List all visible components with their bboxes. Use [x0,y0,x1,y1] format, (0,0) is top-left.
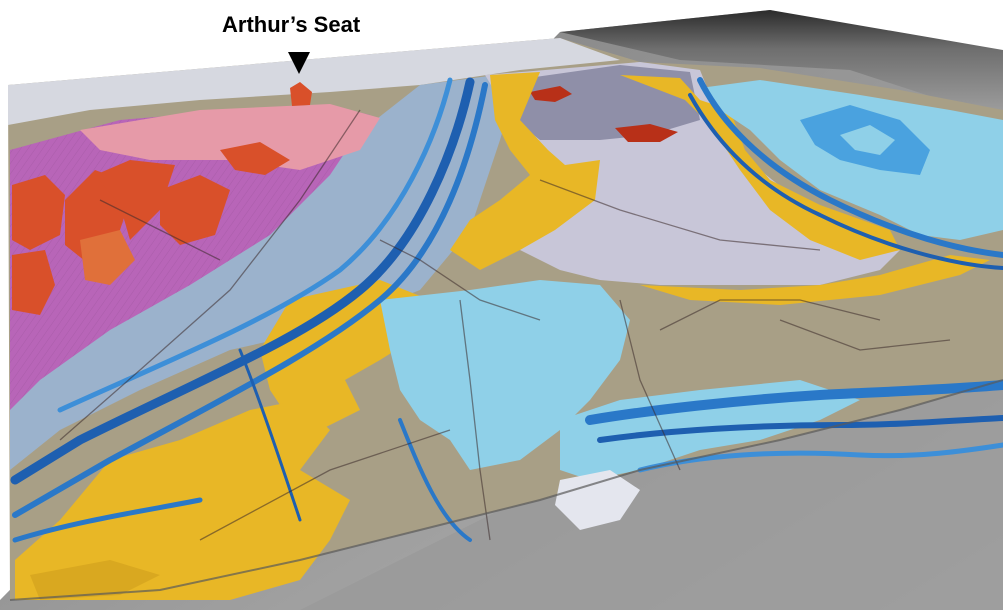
red-brown-intrusions [530,86,678,142]
blue-grey-band [10,72,520,470]
orange-intrusions [12,82,312,315]
limestone-light-blue [380,80,1003,530]
fault-lines [59,109,951,541]
blue-shale-bands [10,77,1003,543]
down-triangle-icon [288,52,310,74]
pink-volcanics [80,104,380,170]
pale-northern-strip [8,38,620,125]
coastline [9,379,1003,601]
arthurs-seat-label: Arthur’s Seat [222,12,361,37]
